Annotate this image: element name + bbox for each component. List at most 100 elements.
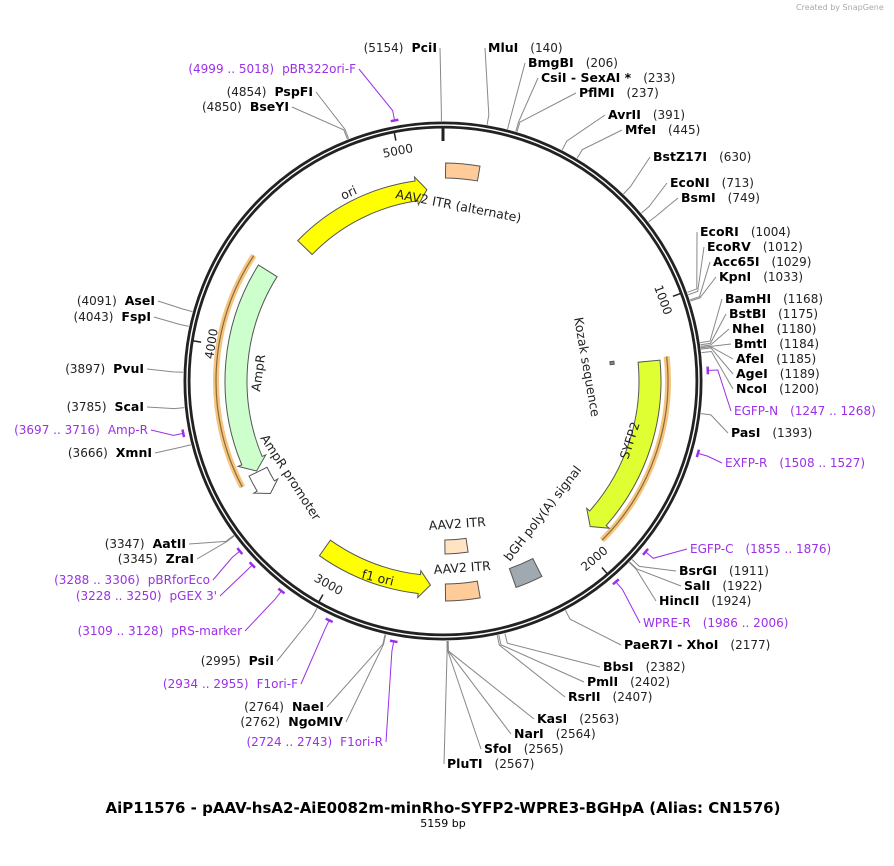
feature-ampr-promoter[interactable] — [248, 466, 280, 494]
primer-wpre-r[interactable]: WPRE-R(1986 .. 2006) — [643, 616, 788, 630]
leader-line — [688, 246, 705, 296]
label-position: (4850) — [202, 100, 242, 114]
site-pasi[interactable]: PasI(1393) — [731, 425, 812, 440]
site-afei[interactable]: AfeI(1185) — [736, 351, 816, 366]
site-bsrgi[interactable]: BsrGI(1911) — [679, 563, 769, 578]
site-avrii[interactable]: AvrII(391) — [608, 107, 685, 122]
label-text: (4999 .. 5018)pBR322ori-F — [188, 62, 356, 76]
feature-aav2-itr[interactable] — [444, 580, 481, 602]
label-name: BseYI — [250, 99, 289, 114]
label-text: SfoI(2565) — [484, 741, 564, 756]
site-naei[interactable]: (2764)NaeI — [244, 699, 324, 714]
feature-ori[interactable] — [297, 175, 428, 256]
site-sali[interactable]: SalI(1922) — [684, 578, 762, 593]
primer-exfp-r[interactable]: EXFP-R(1508 .. 1527) — [725, 456, 865, 470]
site-zrai[interactable]: (3345)ZraI — [118, 551, 194, 566]
site-bamhi[interactable]: BamHI(1168) — [725, 291, 823, 306]
site-pcii[interactable]: (5154)PciI — [364, 40, 437, 55]
label-name: PvuI — [113, 361, 144, 376]
site-pvui[interactable]: (3897)PvuI — [65, 361, 144, 376]
site-bstz17i[interactable]: BstZ17I(630) — [653, 149, 751, 164]
site-psii[interactable]: (2995)PsiI — [201, 653, 274, 668]
feature-bgh-poly-a-signal[interactable] — [508, 557, 543, 589]
site-ncoi[interactable]: NcoI(1200) — [736, 381, 819, 396]
label-text: NarI(2564) — [514, 726, 596, 741]
site-acc65i[interactable]: Acc65I(1029) — [713, 254, 811, 269]
site-bstbi[interactable]: BstBI(1175) — [729, 306, 818, 321]
label-position: (1168) — [783, 292, 823, 306]
leader-line — [700, 298, 723, 344]
site-ecori[interactable]: EcoRI(1004) — [700, 224, 791, 239]
primer-mark — [277, 587, 286, 595]
feature-aav2-itr-alternate[interactable] — [444, 162, 481, 182]
label-name: PciI — [411, 40, 437, 55]
label-name: PflMI — [579, 85, 615, 100]
site-pflmi[interactable]: PflMI(237) — [579, 85, 659, 100]
label-text: (3697 .. 3716)Amp-R — [14, 423, 148, 437]
feature-aav2-itr[interactable] — [444, 537, 469, 555]
site-fspi[interactable]: (4043)FspI — [74, 309, 151, 324]
site-bbsi[interactable]: BbsI(2382) — [603, 659, 685, 674]
site-pluti[interactable]: PluTI(2567) — [447, 756, 534, 771]
feature-label-bgh-polya[interactable]: bGH poly(A) signal — [501, 463, 585, 564]
label-text: BstZ17I(630) — [653, 149, 751, 164]
site-bsmi[interactable]: BsmI(749) — [681, 190, 760, 205]
label-position: (4043) — [74, 310, 114, 324]
site-hincii[interactable]: HincII(1924) — [659, 593, 751, 608]
site-pmli[interactable]: PmlI(2402) — [587, 674, 670, 689]
site-ecorv[interactable]: EcoRV(1012) — [707, 239, 803, 254]
feature-label-aav2-itr[interactable]: AAV2 ITR — [428, 514, 486, 533]
label-position: (1012) — [763, 240, 803, 254]
leader-line — [326, 634, 386, 708]
leader-line — [447, 640, 482, 750]
primer-f1ori-r[interactable]: (2724 .. 2743)F1ori-R — [246, 735, 383, 749]
plasmid-title: AiP11576 - pAAV-hsA2-AiE0082m-minRho-SYF… — [106, 799, 781, 817]
site-xmni[interactable]: (3666)XmnI — [68, 445, 152, 460]
site-nari[interactable]: NarI(2564) — [514, 726, 596, 741]
feature-label-aav2-itr-alternate[interactable]: AAV2 ITR (alternate) — [394, 186, 522, 225]
tick-mark — [393, 132, 397, 141]
label-name: BstBI — [729, 306, 766, 321]
site-sfoi[interactable]: SfoI(2565) — [484, 741, 564, 756]
label-position: (630) — [719, 150, 751, 164]
feature-syfp2[interactable] — [585, 359, 662, 529]
label-position: (1855 .. 1876) — [745, 542, 831, 556]
site-bmti[interactable]: BmtI(1184) — [734, 336, 819, 351]
site-agei[interactable]: AgeI(1189) — [736, 366, 820, 381]
site-econi[interactable]: EcoNI(713) — [670, 175, 754, 190]
primer-egfp-n[interactable]: EGFP-N(1247 .. 1268) — [734, 404, 876, 418]
primer-f1ori-f[interactable]: (2934 .. 2955)F1ori-F — [163, 677, 298, 691]
site-bseyi[interactable]: (4850) BseYI — [202, 99, 289, 114]
site-csii-sexai-[interactable]: CsiI - SexAI *(233) — [541, 70, 675, 85]
feature-kozak-sequence[interactable] — [609, 360, 615, 366]
site-paer7i-xhoi[interactable]: PaeR7I - XhoI(2177) — [624, 637, 770, 652]
site-kasi[interactable]: KasI(2563) — [537, 711, 619, 726]
site-rsrii[interactable]: RsrII(2407) — [568, 689, 652, 704]
primer-pbrforeco[interactable]: (3288 .. 3306)pBRforEco — [54, 573, 210, 587]
site-nhei[interactable]: NheI(1180) — [732, 321, 816, 336]
primer-pbr322ori-f[interactable]: (4999 .. 5018)pBR322ori-F — [188, 62, 356, 76]
site-bmgbi[interactable]: BmgBI(206) — [528, 55, 618, 70]
feature-ampr[interactable] — [224, 264, 278, 472]
tick-label: 3000 — [312, 571, 345, 598]
site-aatii[interactable]: (3347)AatII — [105, 536, 186, 551]
feature-label-aav2-itr-2[interactable]: AAV2 ITR — [433, 558, 491, 577]
primer-amp-r[interactable]: (3697 .. 3716)Amp-R — [14, 423, 148, 437]
leader-line — [648, 197, 679, 223]
primer-pgex-3-[interactable]: (3228 .. 3250)pGEX 3' — [76, 589, 217, 603]
feature-label-kozak[interactable]: Kozak sequence — [571, 316, 603, 418]
primer-egfp-c[interactable]: EGFP-C(1855 .. 1876) — [690, 542, 831, 556]
primer-prs-marker[interactable]: (3109 .. 3128)pRS-marker — [78, 624, 242, 638]
site-scai[interactable]: (3785)ScaI — [67, 399, 144, 414]
site-pspfi[interactable]: (4854)PspFI — [227, 84, 313, 99]
feature-f1-ori[interactable] — [318, 539, 432, 599]
site-ngomiv[interactable]: (2762)NgoMIV — [240, 714, 343, 729]
feature-label-ori[interactable]: ori — [338, 182, 359, 202]
feature-label-ampr[interactable]: AmpR — [248, 353, 268, 392]
site-mfei[interactable]: MfeI(445) — [625, 122, 700, 137]
site-asei[interactable]: (4091)AseI — [77, 293, 155, 308]
site-kpni[interactable]: KpnI(1033) — [719, 269, 803, 284]
site-mlui[interactable]: MluI(140) — [488, 40, 563, 55]
leader-line — [244, 590, 282, 632]
